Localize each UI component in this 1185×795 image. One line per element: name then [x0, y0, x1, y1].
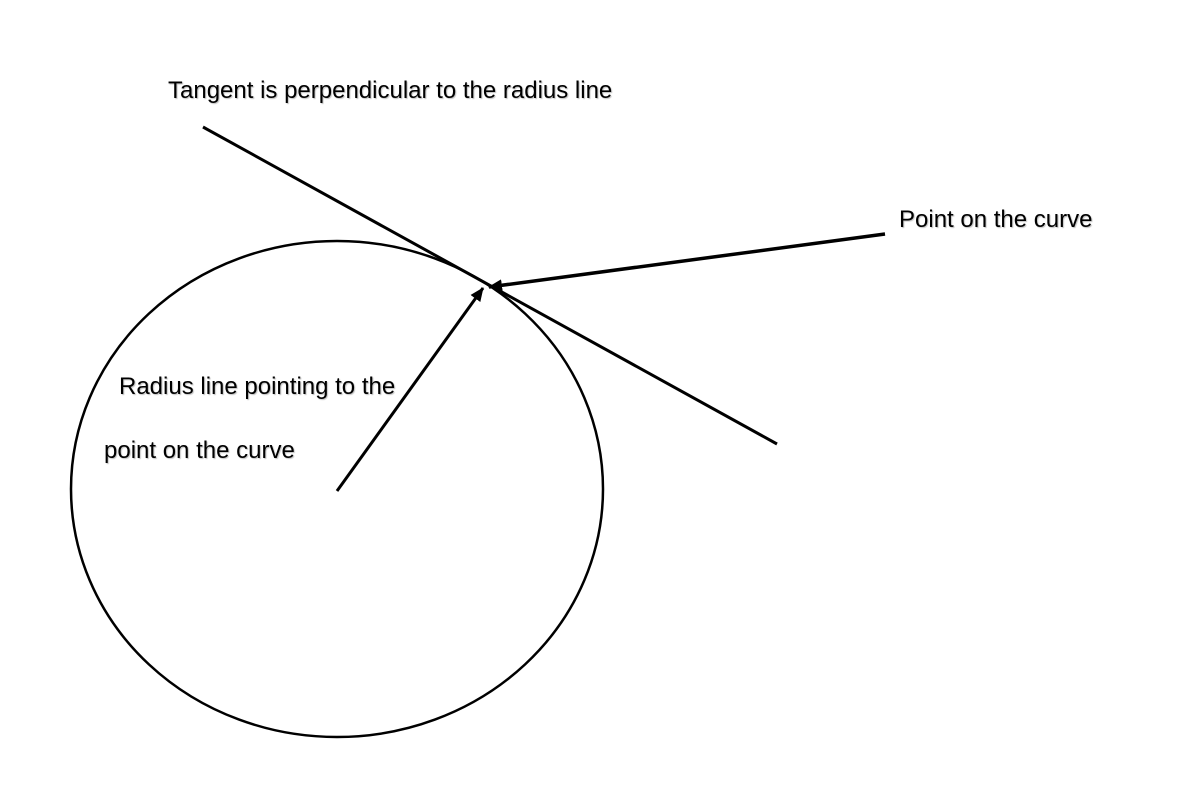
- circle-curve: [69, 239, 605, 739]
- point-label: Point on the curve: [899, 206, 1093, 233]
- radius-label-line1: Radius line pointing to the: [119, 373, 396, 400]
- tangent-label: Tangent is perpendicular to the radius l…: [168, 77, 613, 104]
- point-arrow: [488, 232, 886, 292]
- radius-label-line2: point on the curve: [104, 437, 295, 464]
- radius-arrow: [335, 287, 485, 492]
